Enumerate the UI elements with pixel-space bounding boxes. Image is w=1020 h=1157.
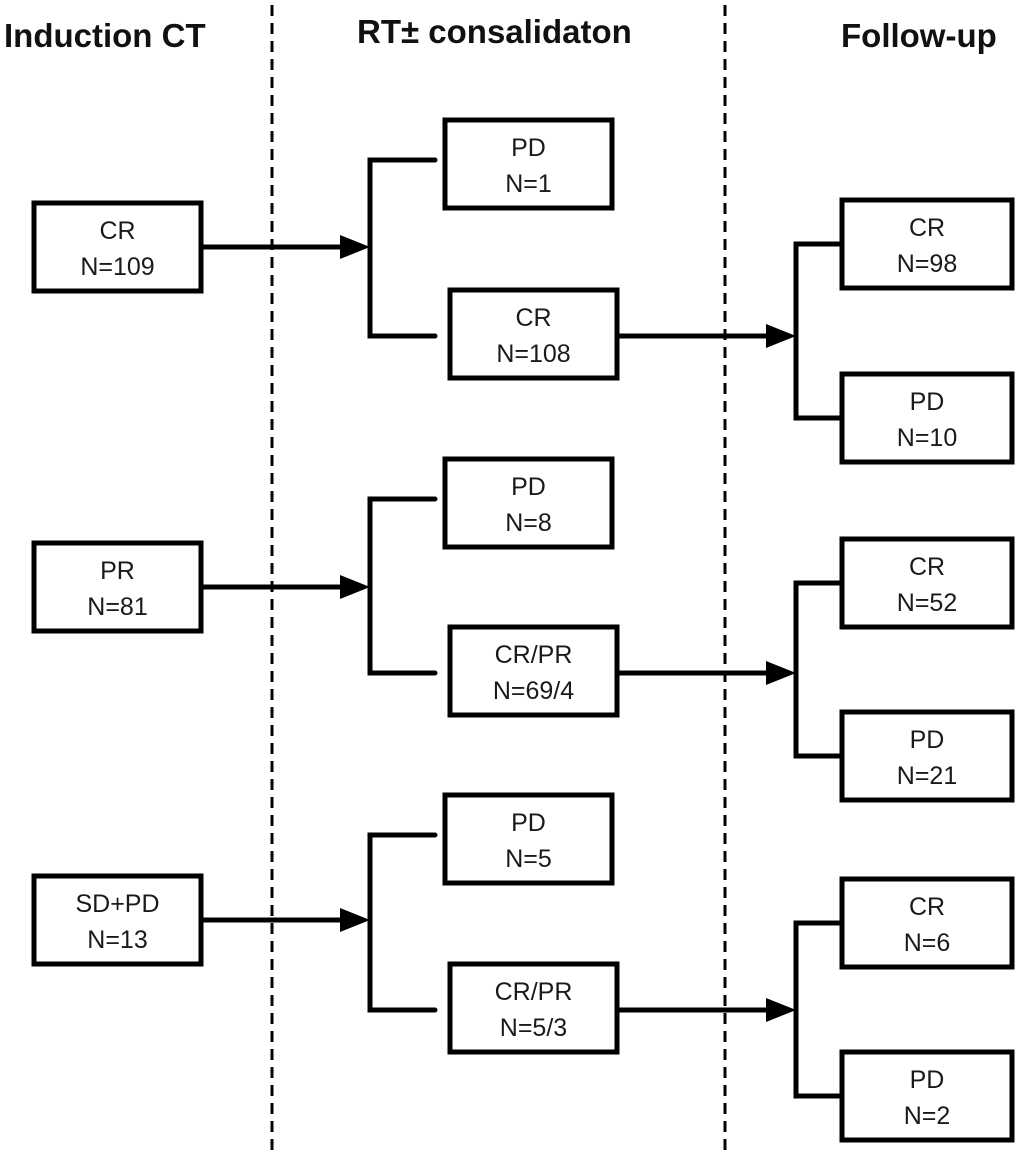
induction-box-frame (31, 540, 204, 634)
induction-arrow-arrowhead (340, 575, 370, 599)
flow-groups: CRN=109PDN=1CRN=108CRN=98PDN=10PRN=81PDN… (31, 117, 1015, 1143)
consolidation-box-response-label: CR/PR (495, 641, 573, 669)
consolidation-arrow-arrowhead (766, 324, 796, 348)
consolidation-box-response-label: CR/PR (495, 978, 573, 1006)
consolidation-arrow-arrowhead (766, 998, 796, 1022)
followup-box-pd-frame (839, 709, 1015, 803)
consolidation-box-response-frame (447, 961, 620, 1055)
induction-box-count: N=109 (80, 253, 154, 281)
followup-box-pd-count: N=10 (897, 424, 957, 452)
consolidation-box-response-frame (447, 624, 620, 718)
followup-box-pd: PD N=2 (839, 1049, 1015, 1143)
induction-box: PR N=81 (31, 540, 204, 634)
consolidation-box-pd: PD N=5 (442, 792, 615, 886)
followup-box-cr-count: N=98 (897, 250, 957, 278)
followup-box-cr-count: N=52 (897, 589, 957, 617)
followup-box-cr-label: CR (909, 893, 945, 921)
consolidation-box-response-frame (447, 287, 620, 381)
followup-box-pd-frame (839, 371, 1015, 465)
followup-box-cr-frame (839, 197, 1015, 291)
consolidation-box-response: CR N=108 (447, 287, 620, 381)
consolidation-arrow-arrowhead (766, 661, 796, 685)
followup-bracket (793, 920, 845, 1099)
followup-box-pd: PD N=10 (839, 371, 1015, 465)
consolidation-box-pd-frame (442, 456, 615, 550)
header-consolidation: RT± consalidaton (357, 13, 632, 50)
consolidation-box-pd: PD N=8 (442, 456, 615, 550)
followup-box-pd-frame (839, 1049, 1015, 1143)
followup-box-cr-label: CR (909, 553, 945, 581)
followup-box-cr: CR N=98 (839, 197, 1015, 291)
followup-box-cr-frame (839, 876, 1015, 970)
induction-box: SD+PD N=13 (31, 873, 204, 967)
consolidation-box-pd-count: N=5 (505, 845, 552, 873)
consolidation-box-response-label: CR (515, 304, 551, 332)
consolidation-box-response-count: N=5/3 (500, 1014, 567, 1042)
consolidation-bracket (367, 157, 438, 339)
induction-box-label: SD+PD (75, 890, 159, 918)
induction-box-count: N=13 (87, 926, 147, 954)
followup-box-cr-count: N=6 (904, 929, 951, 957)
followup-box-pd-label: PD (910, 388, 945, 416)
induction-box: CR N=109 (31, 200, 204, 294)
consolidation-box-pd-label: PD (511, 809, 546, 837)
consolidation-box-pd-frame (442, 792, 615, 886)
induction-box-count: N=81 (87, 593, 147, 621)
followup-box-pd-label: PD (910, 1066, 945, 1094)
induction-box-label: CR (99, 217, 135, 245)
induction-arrow-arrowhead (340, 235, 370, 259)
header-followup: Follow-up (841, 17, 997, 54)
consolidation-box-pd-count: N=1 (505, 170, 552, 198)
consolidation-box-pd-frame (442, 117, 615, 211)
followup-box-cr-label: CR (909, 214, 945, 242)
followup-box-cr: CR N=6 (839, 876, 1015, 970)
followup-box-cr: CR N=52 (839, 536, 1015, 630)
followup-box-pd: PD N=21 (839, 709, 1015, 803)
consolidation-box-pd-label: PD (511, 134, 546, 162)
induction-box-label: PR (100, 557, 135, 585)
followup-bracket (793, 241, 845, 421)
consolidation-box-response: CR/PR N=69/4 (447, 624, 620, 718)
consolidation-box-pd-count: N=8 (505, 509, 552, 537)
followup-bracket (793, 580, 845, 759)
consolidation-box-pd: PD N=1 (442, 117, 615, 211)
induction-arrow-arrowhead (340, 908, 370, 932)
consolidation-box-pd-label: PD (511, 473, 546, 501)
consolidation-bracket (367, 496, 438, 676)
consolidation-box-response-count: N=108 (496, 340, 570, 368)
header-induction: Induction CT (4, 17, 206, 54)
followup-box-pd-count: N=2 (904, 1102, 951, 1130)
consolidation-bracket (367, 832, 438, 1013)
followup-box-pd-count: N=21 (897, 762, 957, 790)
followup-box-pd-label: PD (910, 726, 945, 754)
consolidation-box-response-count: N=69/4 (493, 677, 574, 705)
consolidation-box-response: CR/PR N=5/3 (447, 961, 620, 1055)
induction-box-frame (31, 200, 204, 294)
followup-box-cr-frame (839, 536, 1015, 630)
